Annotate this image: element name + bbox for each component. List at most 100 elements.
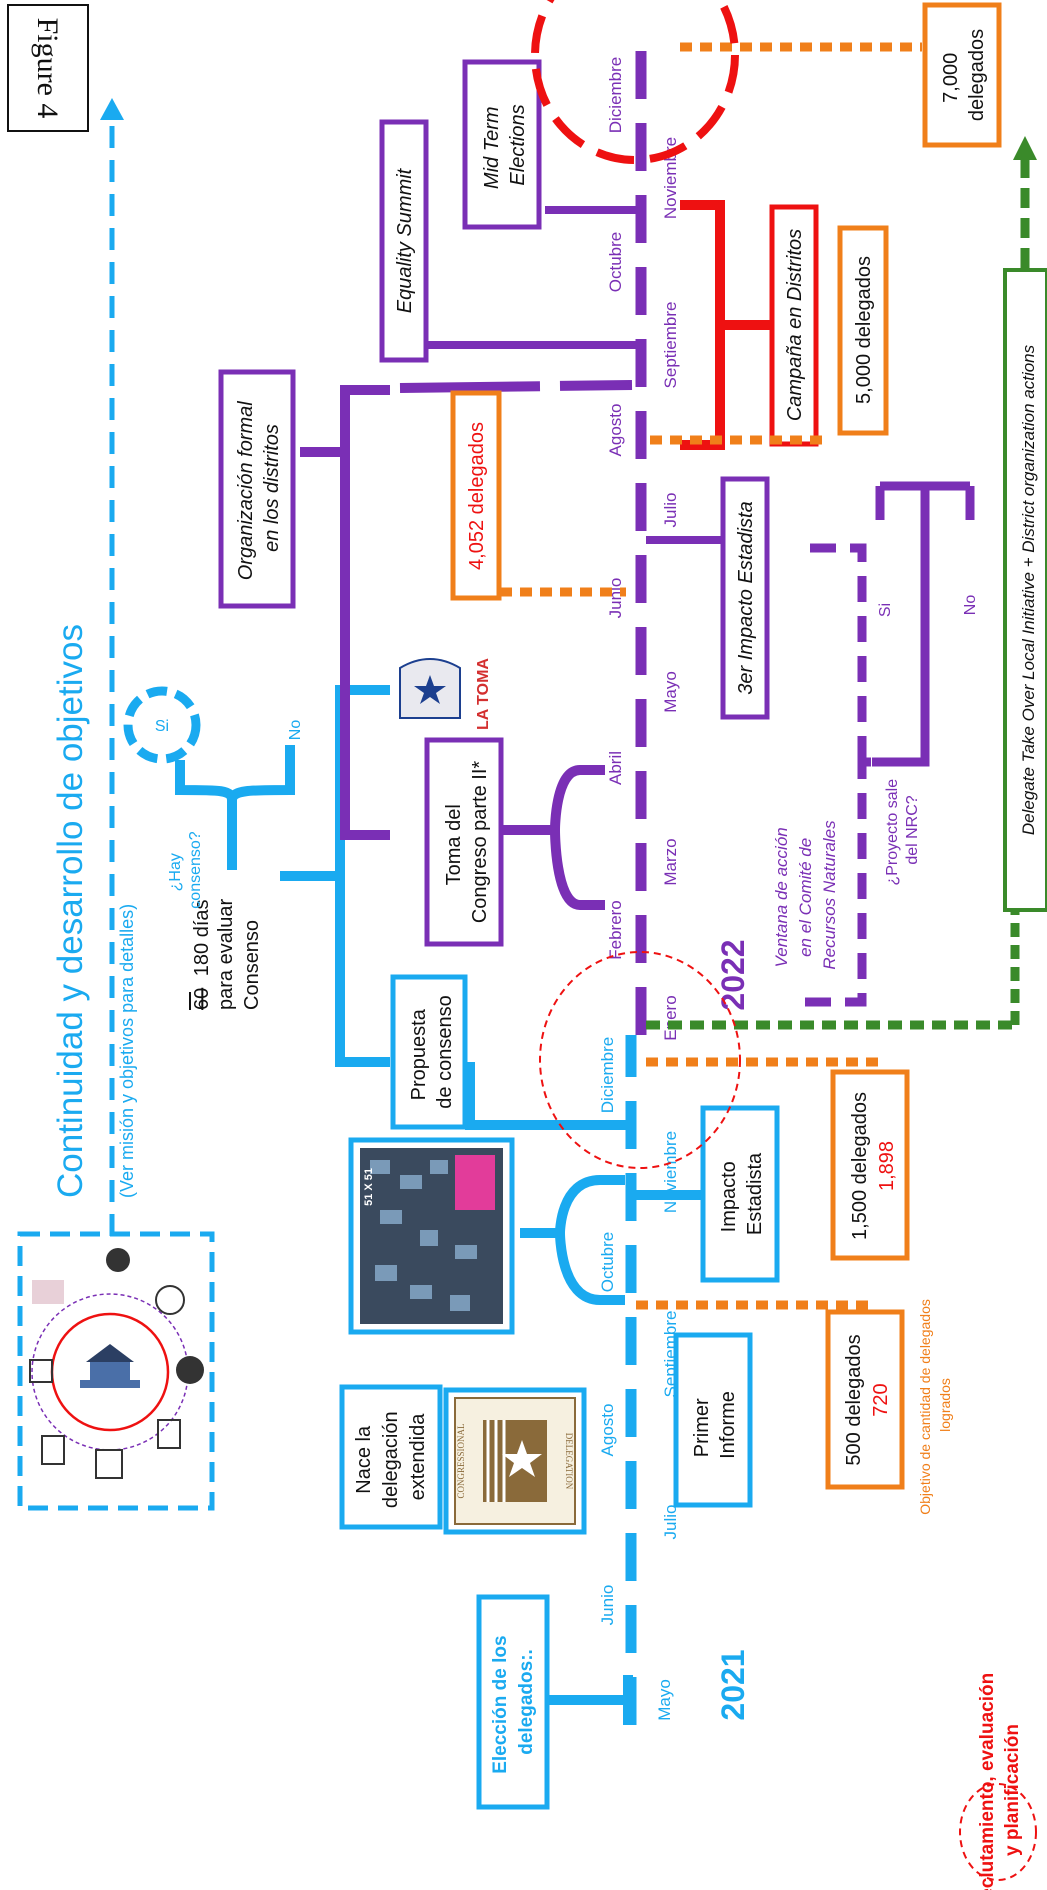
delegate-takeover-arrow <box>646 136 1037 1030</box>
svg-text:Nace la delegación: Nace la delegación extendida <box>353 1406 429 1508</box>
consensus-no: No <box>287 720 304 741</box>
svg-text:Reclutamiento, evaluación: Reclutamiento, evaluación y planificació… <box>977 1668 1023 1890</box>
svg-text:60 180 días: 60 180 días <box>191 899 213 1010</box>
month-2022-marzo: Marzo <box>661 838 680 885</box>
photo-brace <box>520 1175 625 1305</box>
svg-text:1,500 delegados: 1,500 delegados <box>849 1092 871 1240</box>
eleccion-box: Elección de los delegados:. <box>476 1594 550 1810</box>
campana-brace <box>680 200 770 450</box>
month-2022-septiembre: Septiembre <box>661 302 680 389</box>
consensus-brace <box>280 685 390 1067</box>
svg-text:Propuesta de consenso: Propuesta de consenso <box>408 995 456 1108</box>
svg-text:Figure 4: Figure 4 <box>31 18 64 119</box>
month-2021-julio: Julio <box>661 1505 680 1540</box>
month-2022-mayo: Mayo <box>661 671 680 713</box>
month-2021-octubre: Octubre <box>598 1232 617 1292</box>
nrc-window-text: Ventana de acción en el Comité de Recurs… <box>772 820 839 970</box>
month-2021-junio: Junio <box>598 1585 617 1626</box>
title-arrow <box>100 98 124 1236</box>
svg-text:Consenso: Consenso <box>241 920 263 1010</box>
toma-brace <box>502 765 605 910</box>
nrc-question: ¿Proyecto sale del NRC? <box>884 774 921 885</box>
page-title: Continuidad y desarrollo de objetivos <box>51 624 90 1198</box>
svg-text:3er Impacto Estadista: 3er Impacto Estadista <box>735 501 757 694</box>
goal-1500-box: 1,500 delegados 1,898 <box>830 1069 910 1261</box>
svg-text:51 X 51: 51 X 51 <box>363 1168 375 1206</box>
eleccion-line2: delegados:. <box>516 1649 537 1755</box>
goal-4052-box: 4,052 delegados <box>450 390 502 601</box>
month-2022-febrero: Febrero <box>606 900 625 960</box>
month-2021-agosto: Agosto <box>598 1404 617 1457</box>
figure-label: Figure 4 <box>7 4 89 132</box>
svg-text:5,000 delegados: 5,000 delegados <box>853 256 875 404</box>
month-2022-agosto: Agosto <box>606 404 625 457</box>
month-2022-octubre: Octubre <box>606 232 625 292</box>
svg-text:1,898: 1,898 <box>876 1141 898 1191</box>
svg-text:Equality Summit: Equality Summit <box>394 167 416 313</box>
nrc-decision-brace <box>872 481 975 767</box>
svg-text:para evaluar: para evaluar <box>215 898 237 1010</box>
eleccion-connector <box>545 1675 633 1725</box>
eleccion-line1: Elección de los <box>490 1635 511 1773</box>
svg-text:Impacto Estadista: Impacto Estadista <box>718 1152 766 1235</box>
svg-text:7,000 delegados: 7,000 delegados <box>940 29 988 121</box>
svg-text:Primer Informe: Primer Informe <box>691 1391 739 1459</box>
delegate-takeover-box: Delegate Take Over Local Initiative + Di… <box>1003 268 1047 912</box>
equality-summit-box: Equality Summit <box>379 119 429 363</box>
consensus-days-text: 60 180 días para evaluar Consenso <box>189 898 263 1010</box>
svg-text:4,052 delegados: 4,052 delegados <box>466 422 488 570</box>
tercer-impacto-box: 3er Impacto Estadista <box>720 476 770 720</box>
svg-text:Elección de los delegado: Elección de los delegados:. <box>490 1630 537 1774</box>
toma-congreso-box: Toma del Congreso parte II* <box>424 737 504 947</box>
month-2021-mayo: Mayo <box>655 1679 674 1721</box>
recruitment-circle-2022 <box>531 0 739 164</box>
nrc-no: No <box>962 595 979 616</box>
legend-line1: Reclutamiento, evaluación <box>977 1673 998 1890</box>
month-2021-diciembre: Diciembre <box>598 1037 617 1114</box>
nrc-dashed-brace <box>805 543 872 1007</box>
photo-51x51-image: 51 X 51 <box>348 1137 515 1335</box>
goal-7000-box: 7,000 delegados <box>922 2 1002 148</box>
svg-text:CONGRESSIONAL: CONGRESSIONAL <box>456 1423 466 1498</box>
org-diagram-icon <box>17 1231 215 1511</box>
nrc-si: Si <box>877 603 894 617</box>
goal-500-box: 500 delegados 720 <box>825 1309 905 1490</box>
month-2022-enero: Enero <box>661 995 680 1040</box>
consensus-decision-brace <box>175 745 295 870</box>
month-2021-noviembre: Noviembre <box>661 1131 680 1213</box>
month-2022-julio: Julio <box>661 493 680 528</box>
nace-delegacion-box: Nace la delegación extendida <box>339 1384 443 1530</box>
month-2022-diciembre: Diciembre <box>606 57 625 134</box>
svg-text:DELEGATION: DELEGATION <box>564 1433 574 1490</box>
month-2022-abril: Abril <box>606 751 625 785</box>
goal-caption: Objetivo de cantidad de delegados lograd… <box>917 1295 953 1515</box>
svg-text:LA TOMA: LA TOMA <box>475 658 492 730</box>
consensus-question: ¿Hay consenso? <box>167 831 204 908</box>
page-subtitle: (Ver misión y objetivos para detalles) <box>117 904 137 1198</box>
la-toma-logo: LA TOMA <box>392 655 497 730</box>
svg-text:500 delegados: 500 delegados <box>843 1334 865 1465</box>
impacto-estadista-box: Impacto Estadista <box>700 1105 780 1283</box>
svg-text:Mid Term Elections: Mid Term Elections <box>481 101 529 189</box>
organizacion-brace <box>300 380 633 840</box>
legend-recruitment: Reclutamiento, evaluación y planificació… <box>959 1668 1037 1890</box>
svg-text:Si: Si <box>155 718 169 735</box>
delegation-seal-image: DELEGATION CONGRESSIONAL <box>443 1387 587 1535</box>
goal-5000-box: 5,000 delegados <box>837 225 889 436</box>
propuesta-box: Propuesta de consenso <box>390 974 468 1130</box>
organizacion-box: Organización formal en los distritos <box>218 369 296 609</box>
primer-informe-box: Primer Informe <box>673 1332 753 1508</box>
year-2022: 2022 <box>715 939 751 1010</box>
recruitment-circle-2021 <box>539 951 741 1169</box>
legend-line2: y planificación <box>1002 1724 1023 1856</box>
svg-text:Campaña en Distritos: Campaña en Distritos <box>784 229 806 421</box>
svg-text:Organización formal en l: Organización formal en los distritos <box>235 396 283 581</box>
svg-text:Toma del Congreso parte: Toma del Congreso parte II* <box>443 761 491 924</box>
month-2022-junio: Junio <box>606 578 625 619</box>
year-2021: 2021 <box>715 1649 751 1720</box>
svg-text:720: 720 <box>870 1383 892 1416</box>
midterm-box: Mid Term Elections <box>462 59 542 230</box>
campana-distritos-box: Campaña en Distritos <box>769 204 819 447</box>
consensus-si-circle: Si <box>123 686 201 764</box>
